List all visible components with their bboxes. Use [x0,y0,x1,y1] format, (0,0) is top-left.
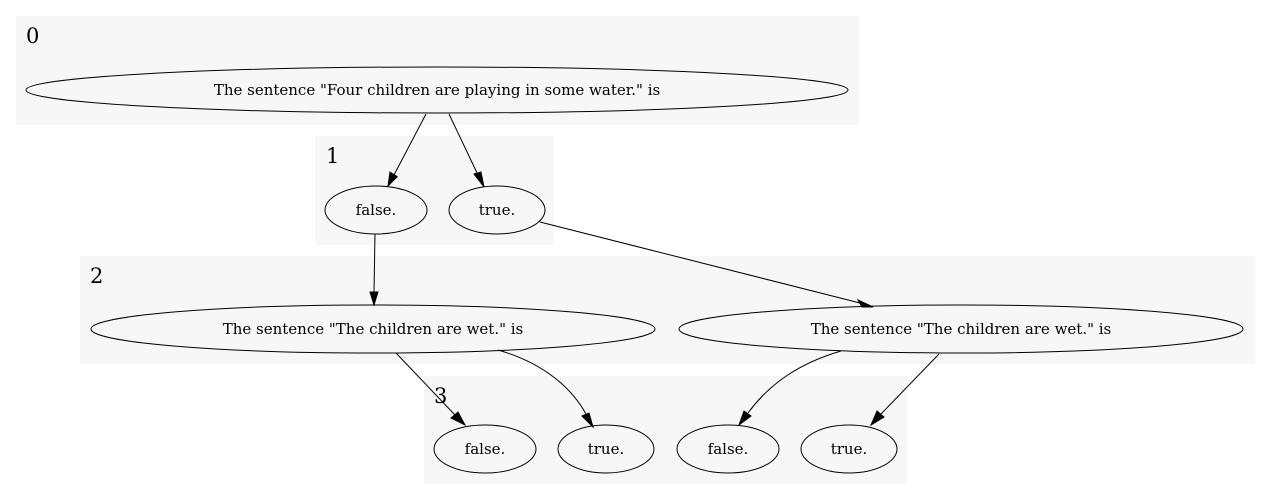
cluster-0-background [16,16,859,125]
edge-sentence-left-to-false [395,352,467,427]
cluster-3: 3 [424,376,907,484]
node-level2-right-label: The sentence "The children are wet." is [811,320,1112,338]
edge-false-to-sentence-left [369,233,379,307]
node-root-ellipse [25,66,849,114]
edge-root-to-true [448,113,485,188]
cluster-2: 2 [80,256,1255,364]
node-level3-false-a-label: false. [465,440,506,458]
cluster-0-label: 0 [26,24,39,48]
cluster-1-label: 1 [326,144,339,168]
edge-root-to-false [387,113,427,188]
node-level1-false-ellipse [324,185,428,235]
edge-true-to-sentence-right [539,221,874,308]
node-level3-true-b: true. [800,424,898,474]
cluster-3-background [424,376,907,484]
node-level2-left-label: The sentence "The children are wet." is [223,320,524,338]
node-level3-false-a-ellipse [433,424,537,474]
node-level3-true-b-label: true. [831,440,868,458]
node-level1-false: false. [324,185,428,235]
node-level3-false-b: false. [676,424,780,474]
node-root: The sentence "Four children are playing … [25,66,849,114]
edge-sentence-left-to-true [497,349,595,429]
cluster-1: 1 [315,136,554,245]
node-level1-true: true. [448,185,546,235]
edge-sentence-right-to-false [737,350,842,427]
node-level1-true-label: true. [479,201,516,219]
node-root-label: The sentence "Four children are playing … [214,81,660,99]
node-level3-true-b-ellipse [800,424,898,474]
node-level1-false-label: false. [356,201,397,219]
node-level2-right-ellipse [678,304,1244,354]
node-level3-false-b-label: false. [708,440,749,458]
cluster-1-background [315,136,554,245]
edge-sentence-right-to-true [869,353,940,427]
node-level3-true-a-label: true. [588,440,625,458]
node-level3-false-a: false. [433,424,537,474]
node-level2-right: The sentence "The children are wet." is [678,304,1244,354]
cluster-2-background [80,256,1255,364]
node-level3-false-b-ellipse [676,424,780,474]
node-level3-true-a: true. [557,424,655,474]
cluster-3-label: 3 [434,384,447,408]
node-level2-left-ellipse [90,304,656,354]
node-level3-true-a-ellipse [557,424,655,474]
cluster-2-label: 2 [90,264,103,288]
node-level1-true-ellipse [448,185,546,235]
node-level2-left: The sentence "The children are wet." is [90,304,656,354]
cluster-0: 0 [16,16,859,125]
